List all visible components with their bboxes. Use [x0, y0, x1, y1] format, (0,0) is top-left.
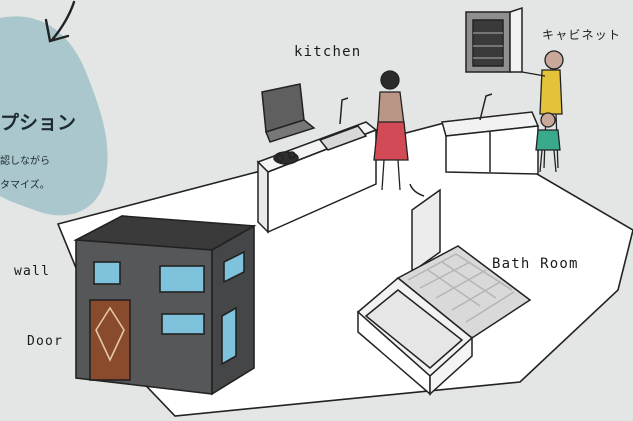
bath-room-label: Bath Room — [492, 256, 579, 272]
front-door — [90, 300, 130, 380]
back-sink — [442, 94, 538, 174]
cabinet — [466, 8, 522, 72]
option-description-line-1: 認しながら — [0, 152, 50, 167]
wall-label: wall — [14, 264, 50, 279]
door-label: Door — [27, 334, 63, 349]
cabinet-label: キャビネット — [542, 26, 621, 43]
house-model — [76, 216, 254, 394]
option-title: プション — [0, 108, 76, 135]
kitchen-label: kitchen — [294, 44, 361, 60]
option-description-line-2: タマイズ。 — [0, 176, 50, 191]
